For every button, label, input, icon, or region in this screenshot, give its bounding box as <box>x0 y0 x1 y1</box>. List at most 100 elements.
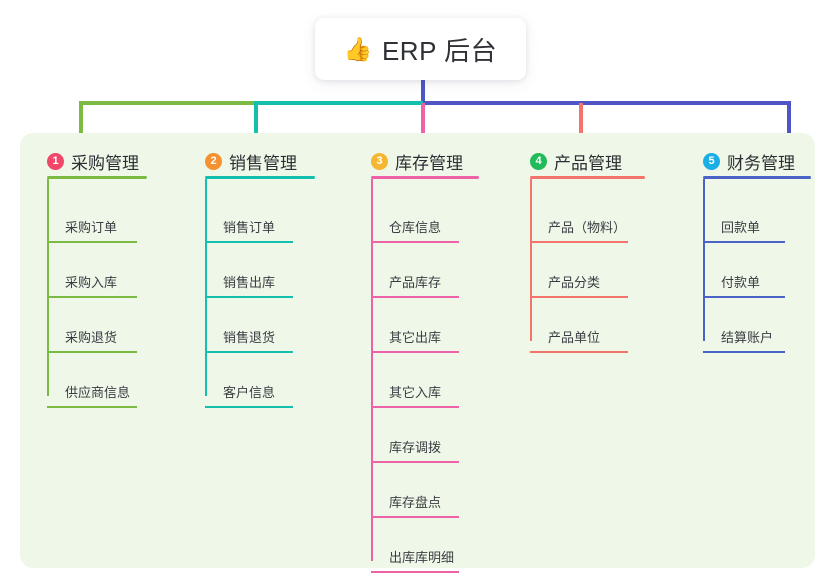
module-leaf-rule <box>371 571 459 573</box>
module-leaf-item[interactable]: 出库库明细 <box>371 526 459 573</box>
module-title: 销售管理 <box>229 153 297 173</box>
module-leaf-label: 采购退货 <box>65 330 118 345</box>
module-header-rule <box>205 176 315 179</box>
module-leaf-rule <box>47 406 137 408</box>
module-number-badge: 1 <box>47 152 64 170</box>
module-leaf-label: 销售订单 <box>223 220 276 235</box>
root-stem <box>421 79 425 104</box>
branch-stub-2 <box>254 101 258 147</box>
module-number-badge: 5 <box>703 152 720 170</box>
module-leaf-item[interactable]: 仓库信息 <box>371 196 459 243</box>
branch-stub-4 <box>579 103 583 147</box>
module-leaf-rule <box>205 351 293 353</box>
module-leaf-item[interactable]: 销售退货 <box>205 306 293 353</box>
module-spine <box>371 179 373 561</box>
trunk-segment-teal <box>254 101 425 105</box>
module-leaf-label: 采购订单 <box>65 220 118 235</box>
module-leaf-item[interactable]: 产品库存 <box>371 251 459 298</box>
module-leaf-label: 供应商信息 <box>65 385 131 400</box>
module-leaf-rule <box>703 296 785 298</box>
module-header-rule <box>47 176 147 179</box>
root-node-title: 👍 ERP 后台 <box>344 31 497 68</box>
root-node-label: ERP 后台 <box>381 35 498 66</box>
module-number-badge: 4 <box>530 152 547 170</box>
module-leaf-item[interactable]: 供应商信息 <box>47 361 137 408</box>
module-leaf-label: 回款单 <box>721 220 761 235</box>
thumbs-up-icon: 👍 <box>343 35 373 62</box>
module-header-rule <box>371 176 479 179</box>
module-leaf-item[interactable]: 产品（物料） <box>530 196 628 243</box>
module-header-rule <box>530 176 645 179</box>
module-leaf-item[interactable]: 采购入库 <box>47 251 137 298</box>
module-leaf-label: 库存调拨 <box>389 440 442 455</box>
module-leaf-item[interactable]: 产品单位 <box>530 306 628 353</box>
module-leaf-rule <box>371 296 459 298</box>
module-leaf-rule <box>371 516 459 518</box>
module-leaf-item[interactable]: 销售出库 <box>205 251 293 298</box>
module-leaf-item[interactable]: 库存调拨 <box>371 416 459 463</box>
module-title: 财务管理 <box>727 153 795 173</box>
module-header-1[interactable]: 1 采购管理 <box>47 147 139 175</box>
module-leaf-item[interactable]: 销售订单 <box>205 196 293 243</box>
module-number-badge: 2 <box>205 152 222 170</box>
module-leaf-item[interactable]: 采购退货 <box>47 306 137 353</box>
module-leaf-item[interactable]: 产品分类 <box>530 251 628 298</box>
module-spine <box>703 179 705 341</box>
module-leaf-label: 仓库信息 <box>389 220 442 235</box>
module-leaf-item[interactable]: 付款单 <box>703 251 785 298</box>
module-leaf-item[interactable]: 其它入库 <box>371 361 459 408</box>
module-leaf-rule <box>530 241 628 243</box>
trunk-segment-blue <box>423 101 791 105</box>
module-leaf-label: 产品分类 <box>548 275 601 290</box>
module-leaf-label: 产品（物料） <box>548 220 627 235</box>
module-leaf-rule <box>530 296 628 298</box>
module-leaf-item[interactable]: 回款单 <box>703 196 785 243</box>
module-leaf-label: 结算账户 <box>721 330 774 345</box>
module-leaf-label: 产品单位 <box>548 330 601 345</box>
module-number-badge: 3 <box>371 152 388 170</box>
module-leaf-label: 其它入库 <box>389 385 442 400</box>
module-leaf-rule <box>205 241 293 243</box>
module-spine <box>530 179 532 341</box>
module-leaf-label: 客户信息 <box>223 385 276 400</box>
module-leaf-label: 产品库存 <box>389 275 442 290</box>
module-leaf-item[interactable]: 采购订单 <box>47 196 137 243</box>
module-leaf-rule <box>371 241 459 243</box>
module-title: 采购管理 <box>71 153 139 173</box>
module-leaf-rule <box>530 351 628 353</box>
module-leaf-rule <box>703 351 785 353</box>
module-header-2[interactable]: 2 销售管理 <box>205 147 297 175</box>
module-leaf-label: 销售出库 <box>223 275 276 290</box>
module-leaf-label: 付款单 <box>721 275 761 290</box>
module-header-3[interactable]: 3 库存管理 <box>371 147 463 175</box>
trunk-segment-green <box>79 101 256 105</box>
module-leaf-rule <box>205 296 293 298</box>
module-leaf-label: 库存盘点 <box>389 495 442 510</box>
module-leaf-rule <box>371 461 459 463</box>
module-leaf-label: 采购入库 <box>65 275 118 290</box>
branch-stub-5 <box>787 101 791 147</box>
branch-stub-3 <box>421 103 425 147</box>
module-spine <box>47 179 49 396</box>
module-leaf-rule <box>371 406 459 408</box>
module-leaf-rule <box>47 241 137 243</box>
module-leaf-label: 其它出库 <box>389 330 442 345</box>
module-leaf-item[interactable]: 其它出库 <box>371 306 459 353</box>
module-leaf-rule <box>47 351 137 353</box>
module-leaf-label: 出库库明细 <box>389 550 455 565</box>
module-leaf-item[interactable]: 结算账户 <box>703 306 785 353</box>
module-leaf-item[interactable]: 库存盘点 <box>371 471 459 518</box>
module-spine <box>205 179 207 396</box>
module-header-4[interactable]: 4 产品管理 <box>530 147 622 175</box>
module-title: 库存管理 <box>395 153 463 173</box>
module-leaf-rule <box>47 296 137 298</box>
module-header-5[interactable]: 5 财务管理 <box>703 147 795 175</box>
module-title: 产品管理 <box>554 153 622 173</box>
module-header-rule <box>703 176 811 179</box>
module-leaf-label: 销售退货 <box>223 330 276 345</box>
module-leaf-rule <box>371 351 459 353</box>
branch-stub-1 <box>79 101 83 147</box>
module-leaf-item[interactable]: 客户信息 <box>205 361 293 408</box>
root-node-card[interactable]: 👍 ERP 后台 <box>315 18 526 80</box>
